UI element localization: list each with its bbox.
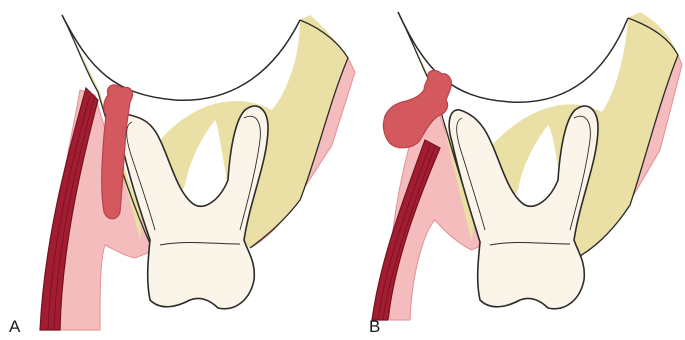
panel-a [40,15,355,330]
panel-label-a: A [9,318,20,335]
panel-b [372,12,682,320]
panel-label-b: B [369,318,380,335]
